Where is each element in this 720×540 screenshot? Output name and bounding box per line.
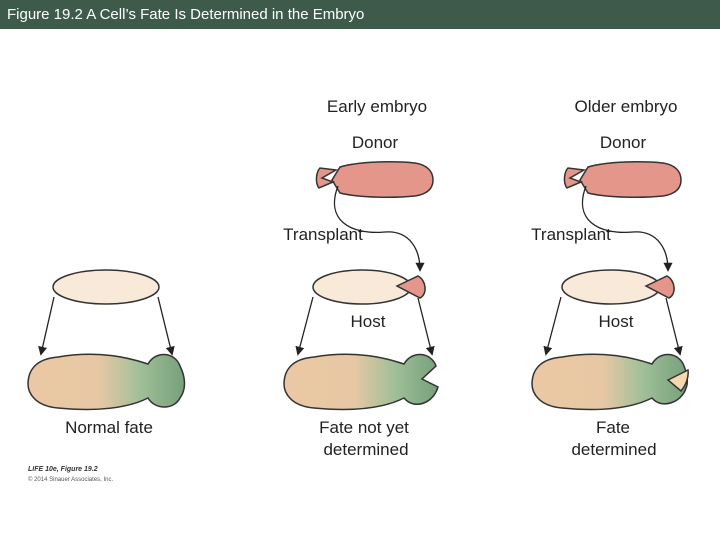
host-graft-right bbox=[644, 275, 675, 299]
arrow-left-middle bbox=[295, 296, 314, 356]
developed-embryo-right bbox=[531, 353, 689, 411]
arrow-right-right bbox=[665, 297, 683, 356]
result-label-right-1: Fate bbox=[596, 418, 630, 437]
egg-embryo bbox=[52, 269, 160, 305]
transplant-arrow-right bbox=[581, 185, 673, 272]
host-graft bbox=[395, 275, 426, 299]
determined-graft bbox=[666, 368, 689, 393]
arrow-left bbox=[38, 296, 55, 356]
developed-embryo-middle bbox=[283, 353, 439, 411]
host-embryo bbox=[312, 269, 412, 305]
result-label-normal: Normal fate bbox=[65, 418, 153, 437]
host-label-right: Host bbox=[599, 312, 634, 331]
credit-line-2: © 2014 Sinauer Associates, Inc. bbox=[28, 476, 113, 483]
result-label-middle-2: determined bbox=[323, 440, 408, 459]
developed-embryo bbox=[27, 353, 186, 411]
arrow-right-middle bbox=[417, 297, 435, 356]
result-label-right-2: determined bbox=[571, 440, 656, 459]
left-panel: Normal fate bbox=[27, 269, 186, 437]
result-label-middle-1: Fate not yet bbox=[319, 418, 409, 437]
donor-wedge-right bbox=[563, 167, 587, 189]
host-embryo-right bbox=[561, 269, 661, 305]
donor-embryo-right bbox=[579, 161, 682, 198]
page-title: Figure 19.2 A Cell’s Fate Is Determined … bbox=[0, 0, 720, 29]
right-panel: Older embryo Donor Transplant Host Fate … bbox=[531, 97, 689, 459]
middle-panel: Early embryo Donor Transplant Host Fate … bbox=[283, 97, 439, 459]
donor-label: Donor bbox=[352, 133, 399, 152]
arrow-left-right bbox=[543, 296, 562, 356]
transplant-label: Transplant bbox=[283, 225, 363, 244]
transplant-arrow bbox=[333, 185, 425, 272]
transplant-label-right: Transplant bbox=[531, 225, 611, 244]
stage-label-older: Older embryo bbox=[575, 97, 678, 116]
donor-embryo bbox=[331, 161, 434, 198]
arrow-right bbox=[157, 296, 175, 356]
credit-line-1: LIFE 10e, Figure 19.2 bbox=[28, 466, 98, 473]
donor-label-right: Donor bbox=[600, 133, 647, 152]
host-label: Host bbox=[351, 312, 386, 331]
donor-wedge bbox=[315, 167, 339, 189]
stage-label-early: Early embryo bbox=[327, 97, 427, 116]
